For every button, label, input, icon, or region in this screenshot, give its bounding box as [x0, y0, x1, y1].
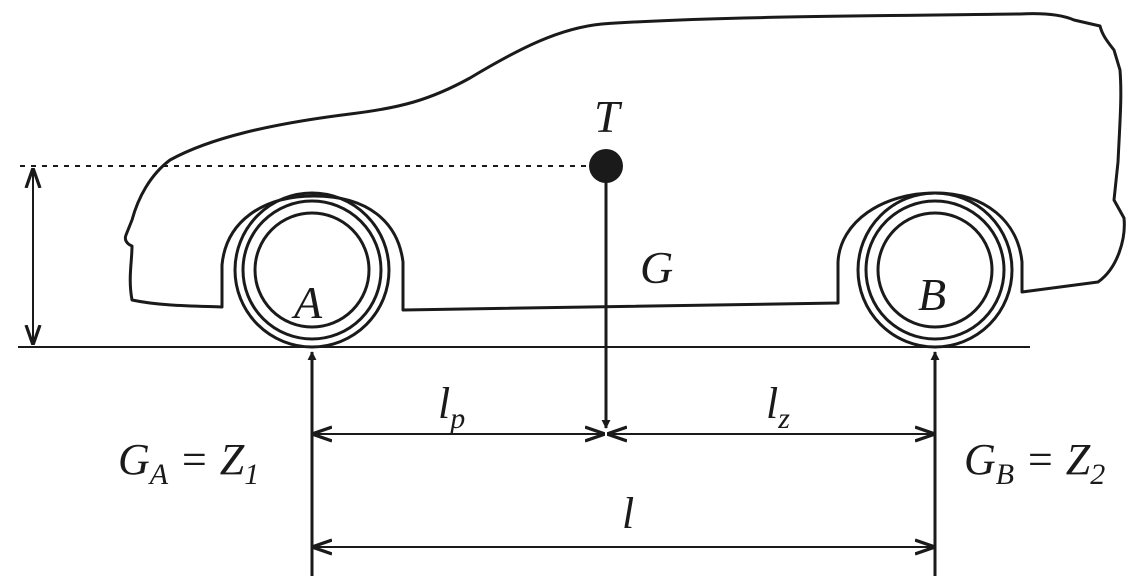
rear-rim	[876, 211, 994, 329]
label-center-of-gravity: T	[594, 91, 623, 142]
label-front-reaction: GA = Z1	[118, 435, 259, 491]
rear-tire-inner	[864, 199, 1006, 341]
front-rim	[253, 211, 371, 329]
front-tire-inner	[241, 199, 383, 341]
label-rear-reaction: GB = Z2	[964, 435, 1105, 491]
rear-tire-outer	[856, 191, 1014, 349]
label-front-distance: lp	[438, 379, 465, 435]
front-wheel	[233, 191, 391, 349]
front-tire-outer	[233, 191, 391, 349]
car-body-outline	[123, 12, 1126, 312]
label-wheelbase: l	[622, 489, 634, 538]
label-weight: G	[640, 242, 673, 293]
rear-wheel	[856, 191, 1014, 349]
label-rear-axle: B	[918, 269, 946, 320]
label-rear-distance: lz	[766, 379, 790, 435]
center-of-gravity-point	[589, 149, 623, 183]
label-front-axle: A	[291, 277, 323, 328]
